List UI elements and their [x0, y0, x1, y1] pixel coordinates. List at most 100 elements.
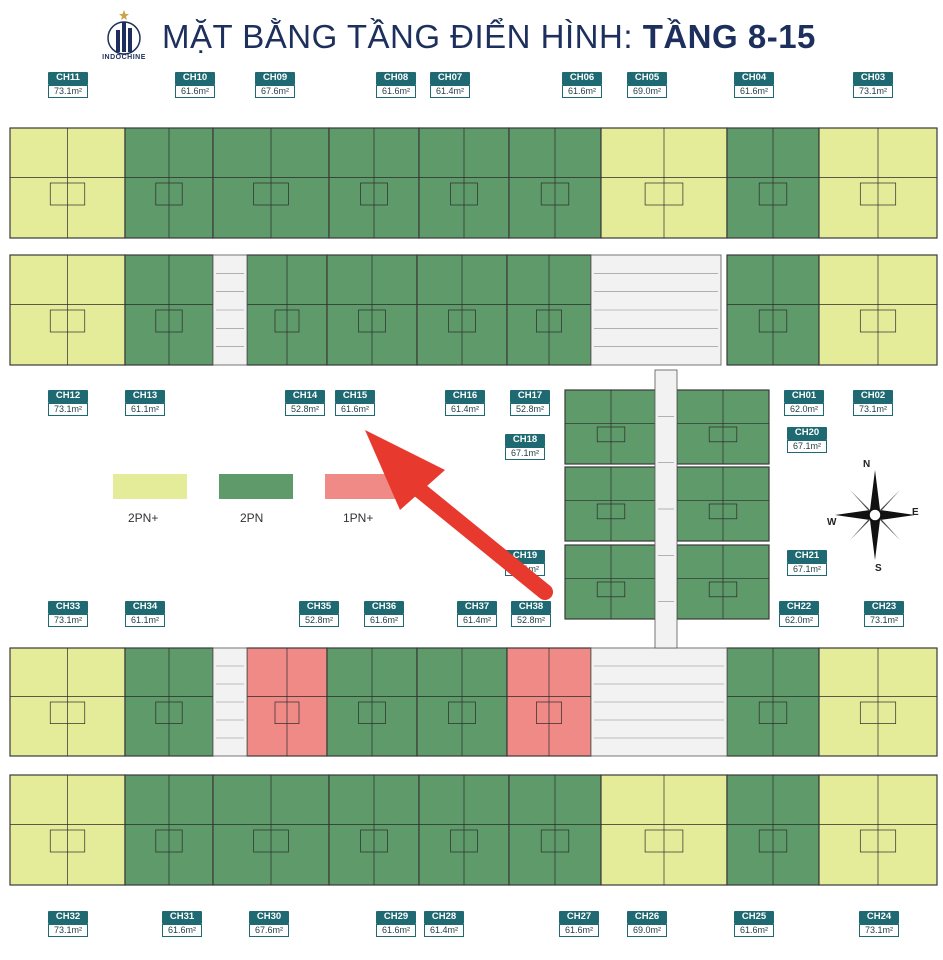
unit-code: CH17 — [510, 390, 550, 403]
unit-code: CH24 — [859, 911, 899, 924]
unit-code: CH15 — [335, 390, 375, 403]
unit-code: CH33 — [48, 601, 88, 614]
legend-swatch-2pn-plus — [113, 474, 187, 499]
unit-row2-6-rooms — [727, 255, 819, 365]
unit-area: 67.1m² — [787, 439, 827, 453]
unit-area: 67.6m² — [249, 923, 289, 937]
unit-code: CH08 — [376, 72, 416, 85]
unit-area: 73.1m² — [48, 402, 88, 416]
unit-code: CH25 — [734, 911, 774, 924]
unit-area: 61.1m² — [125, 613, 165, 627]
unit-row4-8-rooms — [819, 775, 937, 885]
unit-row4-1-rooms — [125, 775, 213, 885]
header: INDOCHINE MẶT BẰNG TẦNG ĐIỂN HÌNH: TẦNG … — [0, 0, 943, 70]
unit-code: CH37 — [457, 601, 497, 614]
unit-area: 61.6m² — [376, 923, 416, 937]
unit-area: 73.1m² — [859, 923, 899, 937]
unit-top-3-rooms — [329, 128, 419, 238]
legend-label-2pn: 2PN — [240, 511, 264, 525]
unit-row2-2-rooms — [247, 255, 327, 365]
unit-row3-0-rooms — [10, 648, 125, 756]
unit-code: CH26 — [627, 911, 667, 924]
unit-code: CH29 — [376, 911, 416, 924]
unit-code: CH16 — [445, 390, 485, 403]
unit-row3-2-rooms — [247, 648, 327, 756]
unit-row2-4-rooms — [417, 255, 507, 365]
unit-code: CH03 — [853, 72, 893, 85]
unit-row3-5-rooms — [507, 648, 591, 756]
unit-code: CH10 — [175, 72, 215, 85]
unit-area: 69.0m² — [627, 84, 667, 98]
unit-wing-1-rooms — [565, 467, 657, 541]
unit-wing-3-rooms — [677, 390, 769, 464]
unit-code: CH01 — [784, 390, 824, 403]
unit-row4-4-rooms — [419, 775, 509, 885]
unit-code: CH18 — [505, 434, 545, 447]
unit-area: 67.1m² — [505, 446, 545, 460]
brand-name: INDOCHINE — [102, 54, 146, 61]
unit-area: 73.1m² — [864, 613, 904, 627]
unit-code: CH04 — [734, 72, 774, 85]
unit-code: CH06 — [562, 72, 602, 85]
unit-area: 61.4m² — [457, 613, 497, 627]
compass-west: W — [827, 517, 837, 528]
unit-area: 73.1m² — [48, 923, 88, 937]
unit-wing-4-rooms — [677, 467, 769, 541]
unit-area: 61.6m² — [376, 84, 416, 98]
unit-code: CH02 — [853, 390, 893, 403]
legend-label-2pn-plus: 2PN+ — [128, 511, 159, 525]
unit-row4-2-rooms — [213, 775, 329, 885]
unit-area: 61.6m² — [162, 923, 202, 937]
unit-code: CH30 — [249, 911, 289, 924]
unit-row4-0-rooms — [10, 775, 125, 885]
unit-area: 61.1m² — [125, 402, 165, 416]
unit-row2-5-rooms — [507, 255, 591, 365]
unit-row3-6-rooms — [727, 648, 819, 756]
unit-area: 61.4m² — [445, 402, 485, 416]
unit-area: 61.4m² — [430, 84, 470, 98]
unit-code: CH36 — [364, 601, 404, 614]
unit-area: 61.6m² — [364, 613, 404, 627]
unit-area: 52.8m² — [510, 402, 550, 416]
unit-top-1-rooms — [125, 128, 213, 238]
unit-area: 73.1m² — [48, 613, 88, 627]
unit-top-7-rooms — [727, 128, 819, 238]
unit-area: 61.4m² — [424, 923, 464, 937]
unit-code: CH31 — [162, 911, 202, 924]
unit-area: 73.1m² — [48, 84, 88, 98]
unit-code: CH21 — [787, 550, 827, 563]
unit-code: CH20 — [787, 427, 827, 440]
unit-row4-5-rooms — [509, 775, 601, 885]
unit-area: 61.6m² — [175, 84, 215, 98]
unit-area: 52.8m² — [285, 402, 325, 416]
compass-east: E — [912, 507, 919, 518]
unit-row2-3-rooms — [327, 255, 417, 365]
indochine-logo — [107, 10, 141, 55]
